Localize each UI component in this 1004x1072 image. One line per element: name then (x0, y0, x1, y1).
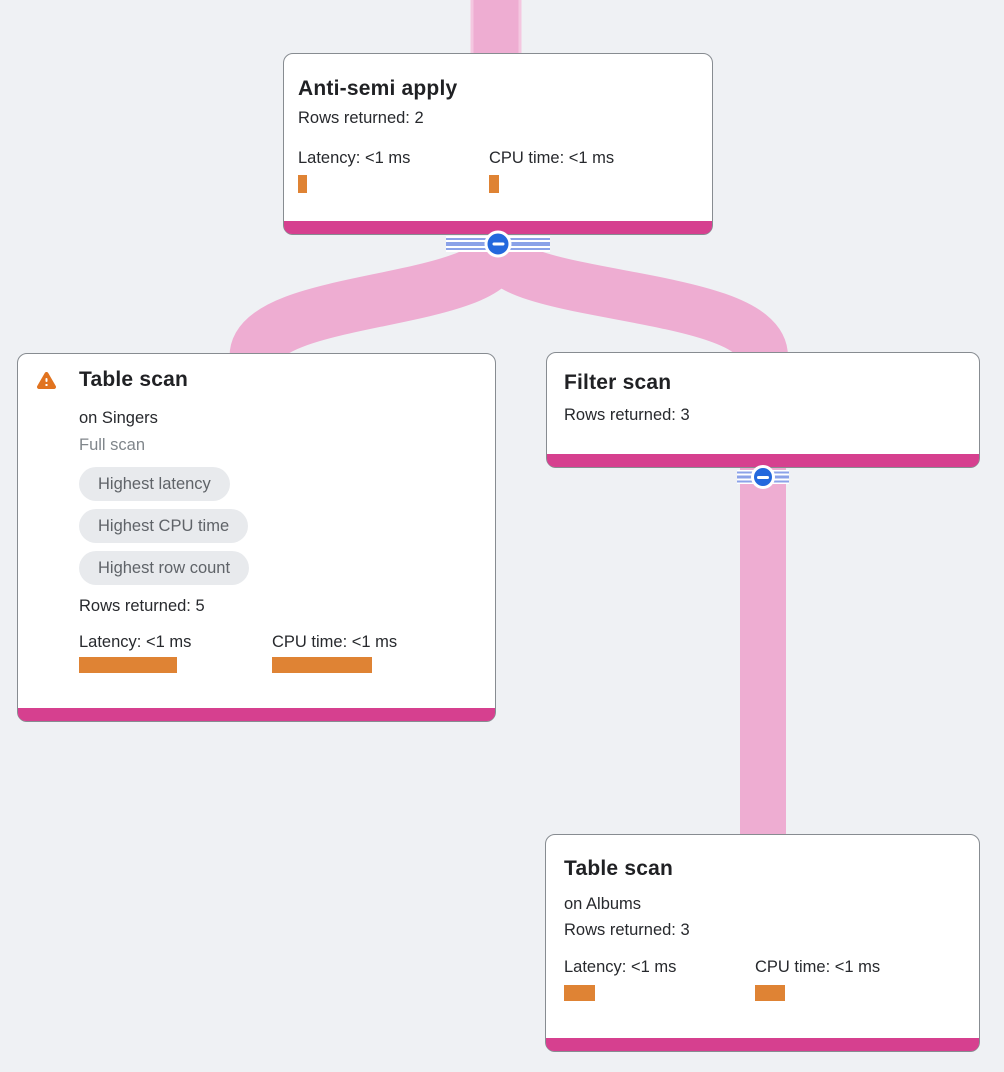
badge-highest-cpu-time: Highest CPU time (79, 509, 249, 543)
collapse-minus-icon (484, 230, 512, 258)
collapse-toggle-anti-semi[interactable] (446, 230, 550, 258)
cpu-time-label: CPU time: <1 ms (755, 958, 881, 976)
edge-anti-semi-to-table-scan-singers (229, 240, 525, 363)
plan-node-table-scan-albums[interactable]: Table scan on Albums Rows returned: 3 La… (545, 834, 980, 1052)
cpu-time-bar (272, 657, 372, 673)
scan-target-text: on Albums (564, 895, 642, 913)
cpu-time-metric: CPU time: <1 ms (489, 147, 680, 193)
plan-node-filter-scan[interactable]: Filter scan Rows returned: 3 (546, 352, 980, 468)
badge-highest-row-count: Highest row count (79, 551, 250, 585)
node-title: Table scan (79, 368, 188, 391)
rows-returned-text: Rows returned: 3 (564, 921, 690, 939)
node-accent-bar (546, 1038, 979, 1051)
scan-target-text: on Singers (79, 409, 158, 427)
cpu-time-metric: CPU time: <1 ms (272, 631, 465, 673)
node-title: Table scan (564, 857, 673, 880)
badge-highest-latency: Highest latency (79, 467, 230, 501)
cpu-time-bar (755, 985, 785, 1001)
rows-returned-text: Rows returned: 2 (298, 109, 424, 127)
plan-node-anti-semi-apply[interactable]: Anti-semi apply Rows returned: 2 Latency… (283, 53, 713, 235)
node-accent-bar (284, 221, 712, 234)
node-accent-bar (547, 454, 979, 467)
latency-bar (298, 175, 307, 193)
latency-label: Latency: <1 ms (298, 149, 411, 167)
node-title: Anti-semi apply (298, 77, 458, 100)
warning-icon (33, 368, 60, 392)
latency-bar (79, 657, 177, 673)
rows-returned-text: Rows returned: 3 (564, 406, 690, 424)
edge-anti-semi-to-filter-scan (473, 238, 788, 362)
cpu-time-label: CPU time: <1 ms (489, 149, 615, 167)
cpu-time-label: CPU time: <1 ms (272, 633, 398, 651)
latency-label: Latency: <1 ms (79, 633, 192, 651)
latency-label: Latency: <1 ms (564, 958, 677, 976)
latency-metric: Latency: <1 ms (79, 631, 272, 673)
latency-metric: Latency: <1 ms (298, 147, 489, 193)
collapse-minus-icon (751, 465, 775, 489)
collapse-toggle-filter-scan[interactable] (737, 465, 789, 489)
cpu-time-metric: CPU time: <1 ms (755, 956, 946, 1001)
rows-returned-text: Rows returned: 5 (79, 597, 205, 615)
scan-type-text: Full scan (79, 436, 146, 454)
latency-metric: Latency: <1 ms (564, 956, 755, 1001)
latency-bar (564, 985, 595, 1001)
cpu-time-bar (489, 175, 499, 193)
node-title: Filter scan (564, 371, 672, 394)
plan-node-table-scan-singers[interactable]: Table scan on Singers Full scan Highest … (17, 353, 496, 722)
node-accent-bar (18, 708, 495, 721)
